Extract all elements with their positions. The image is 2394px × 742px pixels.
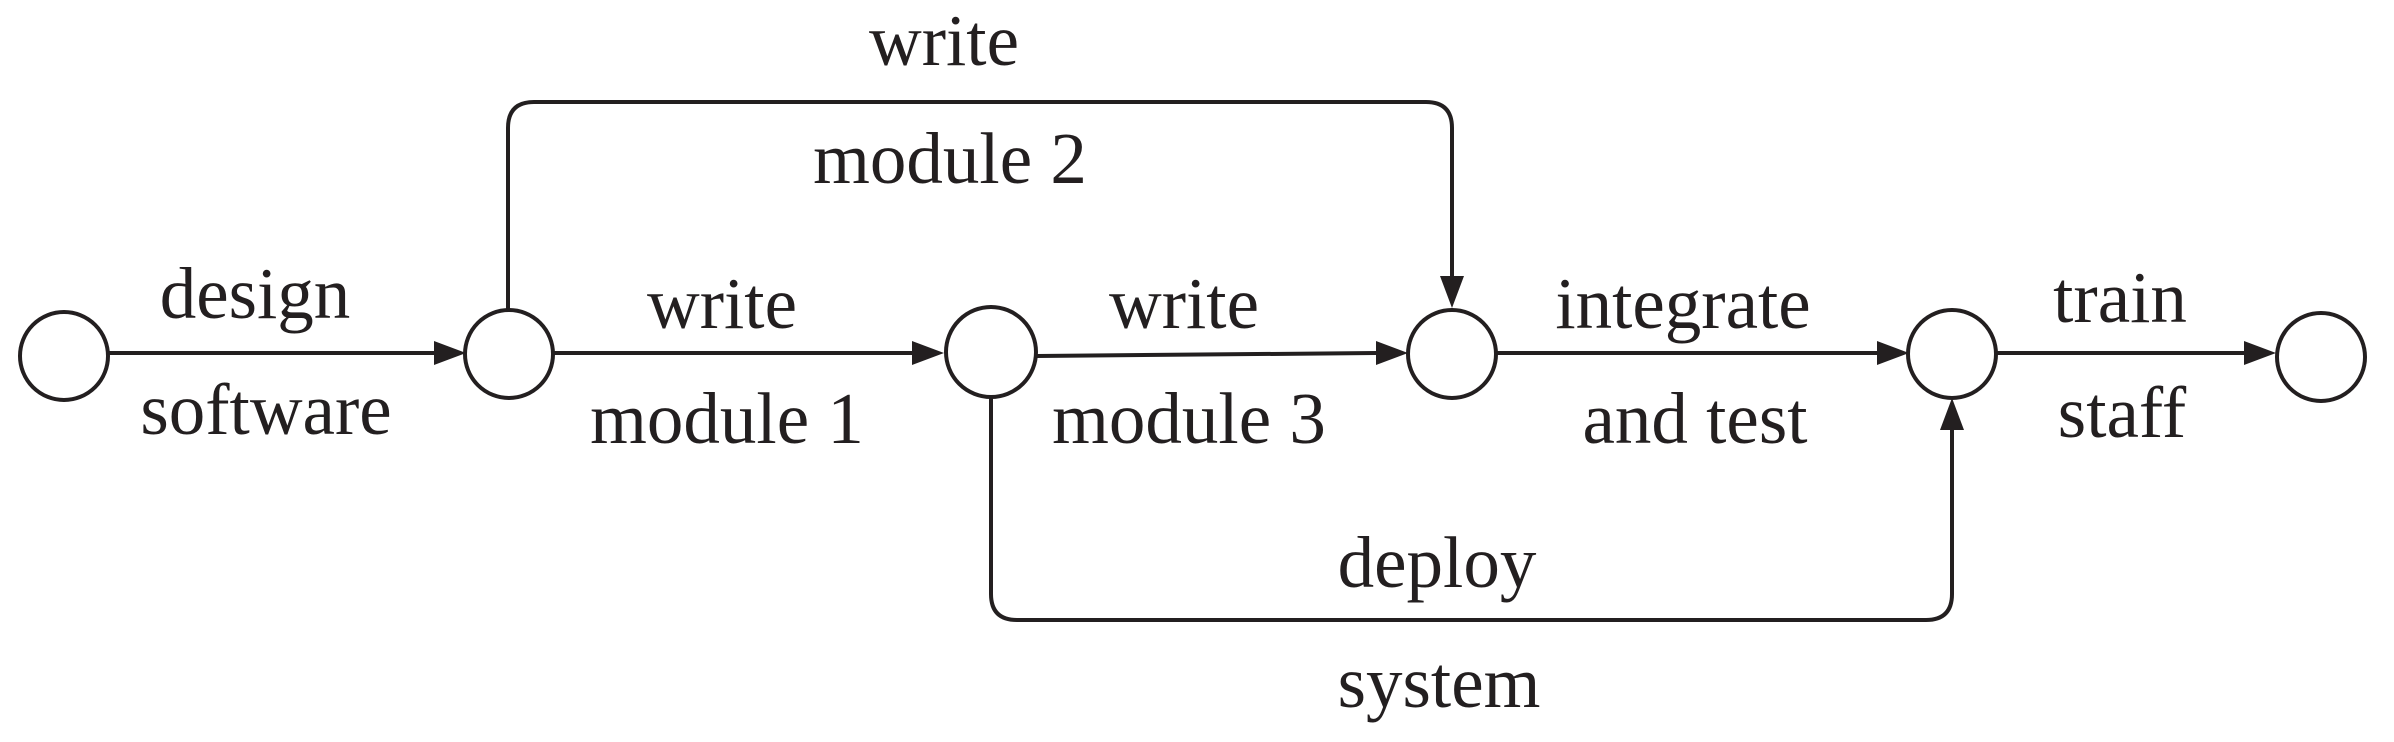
arrowhead-icon — [2244, 341, 2276, 365]
edge-deploy-system — [989, 396, 1964, 622]
arrowhead-icon — [1440, 276, 1464, 308]
event-node-5 — [1906, 308, 1998, 400]
edge-line — [506, 100, 1454, 310]
edge-train-staff — [1997, 341, 2276, 365]
edge-line — [1036, 351, 1377, 358]
edge-write-module-3 — [1036, 341, 1408, 365]
edge-label-integrate: integrate — [1555, 263, 1810, 344]
event-node-1 — [18, 310, 110, 402]
edge-label-write-1: write — [647, 263, 797, 344]
edge-design-software — [108, 341, 466, 365]
arrowhead-icon — [1877, 341, 1909, 365]
edge-write-module-2 — [506, 100, 1464, 310]
arrowhead-icon — [1940, 398, 1964, 430]
event-node-6 — [2275, 311, 2367, 403]
edge-label-module-1: module 1 — [590, 378, 864, 459]
edge-label-software: software — [140, 369, 391, 450]
event-node-2 — [463, 308, 555, 400]
edge-label-write-2: write — [869, 0, 1019, 81]
edge-label-deploy: deploy — [1338, 522, 1537, 603]
edge-label-module-3: module 3 — [1052, 378, 1326, 459]
edge-label-design: design — [160, 253, 351, 334]
arrowhead-icon — [912, 341, 944, 365]
arrowhead-icon — [434, 341, 466, 365]
edge-label-train: train — [2053, 257, 2187, 338]
edge-label-system: system — [1338, 642, 1541, 723]
edge-line — [989, 396, 1954, 622]
edge-label-staff: staff — [2058, 372, 2187, 453]
edge-integrate-and-test — [1497, 341, 1909, 365]
edge-write-module-1 — [554, 341, 944, 365]
edge-label-write-3: write — [1109, 263, 1259, 344]
event-node-4 — [1406, 308, 1498, 400]
arrowhead-icon — [1376, 341, 1408, 365]
event-node-3 — [944, 305, 1038, 399]
edge-label-and-test: and test — [1582, 378, 1807, 459]
edge-label-module-2: module 2 — [813, 118, 1087, 199]
